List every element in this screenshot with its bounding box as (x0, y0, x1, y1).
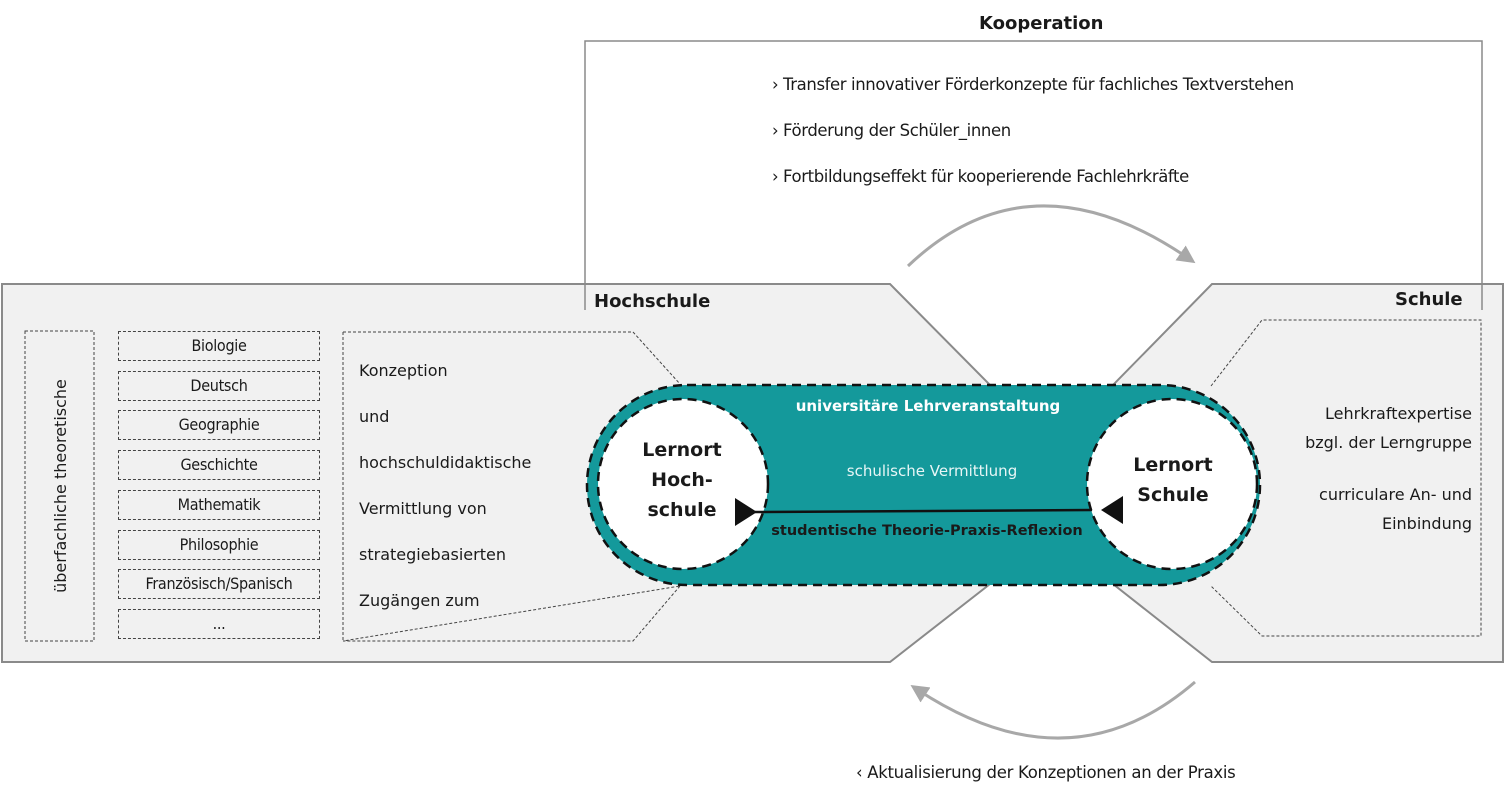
triangle-right-icon (1101, 496, 1123, 524)
kooperation-item: › Fortbildungseffekt für kooperierende F… (772, 167, 1189, 186)
kooperation-item: › Transfer innovativer Förderkonzepte fü… (772, 75, 1294, 94)
concept-box (342, 331, 682, 642)
kooperation-item: › Förderung der Schüler_innen (772, 121, 1011, 140)
triangle-left-icon (735, 498, 757, 526)
hochschule-title: Hochschule (594, 291, 711, 312)
schule-info-line: bzgl. der Lerngruppe (1305, 433, 1472, 452)
concept-line: strategiebasierten (359, 545, 506, 564)
schule-info-box (1210, 319, 1482, 637)
center-top-label: universitäre Lehrveranstaltung (796, 397, 1061, 415)
concept-line: Konzeption (359, 361, 448, 380)
circle-schule-line-1: Lernort (1133, 454, 1212, 476)
central-pill (585, 383, 1262, 587)
circle-hochschule-line-1: Lernort (642, 439, 721, 461)
kooperation-box (584, 40, 1483, 310)
concept-line: und (359, 407, 390, 426)
circle-hochschule-line-2: Hoch- (651, 469, 713, 491)
schule-info-line: Einbindung (1381, 514, 1472, 533)
subject-box: Geschichte (118, 450, 320, 480)
kooperation-title: Kooperation (979, 13, 1104, 34)
circle-schule-line-2: Schule (1137, 484, 1208, 506)
subject-box: Deutsch (118, 371, 320, 401)
center-middle-label: schulische Vermittlung (847, 462, 1017, 480)
vertical-label: überfachliche theoretische (51, 379, 70, 593)
schule-info-line: Lehrkraftexpertise (1325, 404, 1472, 423)
reflection-line (754, 508, 1093, 514)
center-bottom-label: studentische Theorie-Praxis-Reflexion (771, 523, 1082, 539)
arrow-bottom-icon (910, 680, 1196, 740)
concept-line: Zugängen zum (359, 591, 480, 610)
concept-line: hochschuldidaktische (359, 453, 532, 472)
subject-box: Mathematik (118, 490, 320, 520)
feedback-label: ‹ Aktualisierung der Konzeptionen an der… (856, 763, 1236, 782)
concept-line: Vermittlung von (359, 499, 487, 518)
circle-hochschule-line-3: schule (647, 499, 716, 521)
subject-box: Französisch/Spanisch (118, 569, 320, 599)
subject-box: Philosophie (118, 530, 320, 560)
subject-box: Biologie (118, 331, 320, 361)
arrow-top-icon (906, 204, 1196, 268)
schule-info-line: curriculare An- und (1319, 485, 1472, 504)
subject-box: Geographie (118, 410, 320, 440)
circle-schule (1085, 397, 1259, 571)
circle-hochschule (596, 397, 770, 571)
subject-box: ... (118, 609, 320, 639)
vertical-label-box (24, 330, 95, 642)
schule-title: Schule (1395, 289, 1463, 310)
